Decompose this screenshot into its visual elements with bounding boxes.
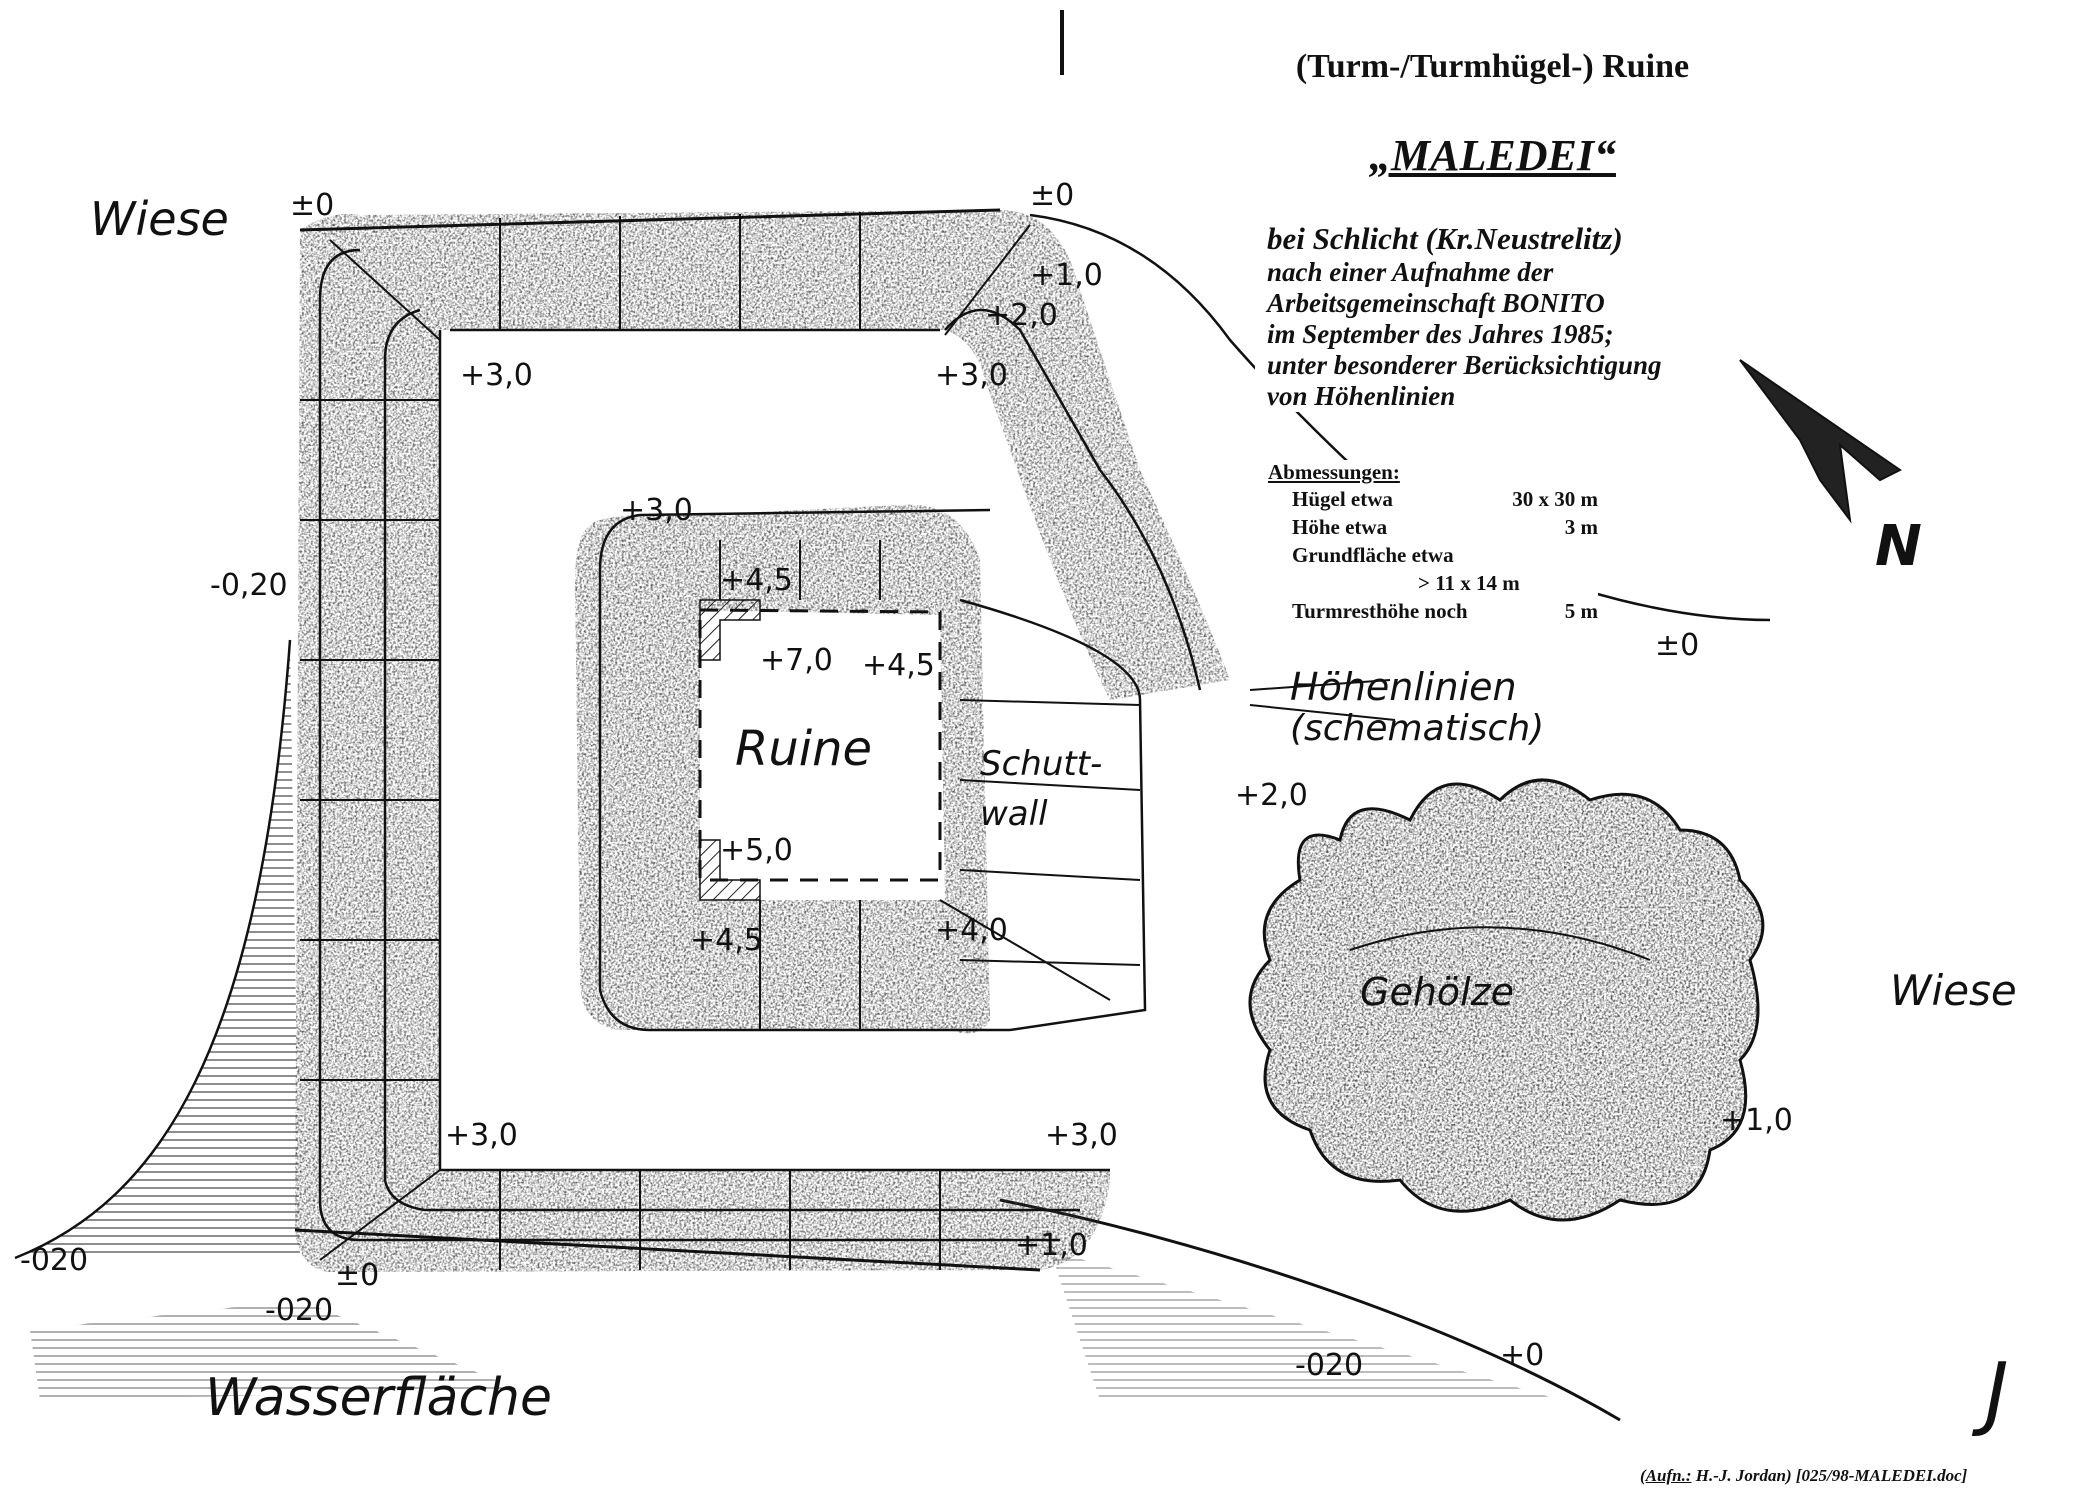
label-hoehenlinien-1: Höhenlinien <box>1290 665 1517 709</box>
svg-text:-020: -020 <box>265 1293 333 1328</box>
svg-text:-0,20: -0,20 <box>210 568 288 603</box>
dimension-label: Grundfläche etwa <box>1292 543 1454 567</box>
svg-text:-020: -020 <box>1295 1348 1363 1383</box>
svg-text:+3,0: +3,0 <box>460 358 533 393</box>
svg-text:+0: +0 <box>1500 1338 1544 1373</box>
dimension-value: 3 m <box>1564 515 1598 539</box>
dimension-value: 5 m <box>1564 599 1598 623</box>
dimension-row: Hügel etwa 30 x 30 m <box>1292 485 1598 513</box>
dimension-label: Turmresthöhe noch <box>1292 599 1468 623</box>
elevation-labels: ±0 ±0 +1,0 +2,0 +3,0 +3,0 +3,0 +4,5 +4,5… <box>20 178 1793 1383</box>
label-ruine: Ruine <box>735 721 872 777</box>
credit-file: [025/98-MALEDEI.doc] <box>1795 1466 1968 1485</box>
svg-text:+4,5: +4,5 <box>862 648 935 683</box>
svg-text:+3,0: +3,0 <box>445 1118 518 1153</box>
description-line: Arbeitsgemeinschaft BONITO <box>1267 288 1605 318</box>
label-gehoelze: Gehölze <box>1360 970 1514 1014</box>
description-line: nach einer Aufnahme der <box>1267 257 1554 287</box>
credit-line: (Aufn.: H.-J. Jordan) [025/98-MALEDEI.do… <box>1640 1466 1968 1485</box>
dimension-row: Höhe etwa 3 m <box>1292 513 1598 541</box>
svg-text:+3,0: +3,0 <box>1045 1118 1118 1153</box>
svg-text:+1,0: +1,0 <box>1720 1103 1793 1138</box>
label-schuttwall-2: wall <box>980 794 1048 834</box>
signature: J <box>1971 1346 2009 1439</box>
svg-text:±0: ±0 <box>290 188 334 223</box>
svg-text:+4,5: +4,5 <box>690 923 763 958</box>
label-north: N <box>1875 514 1922 579</box>
dimension-label: Höhe etwa <box>1292 515 1388 539</box>
svg-text:±0: ±0 <box>1655 628 1699 663</box>
svg-text:+1,0: +1,0 <box>1015 1228 1088 1263</box>
description-line: von Höhenlinien <box>1267 381 1456 411</box>
north-arrow <box>1739 359 1902 524</box>
label-wasserflaeche: Wasserfläche <box>205 1368 552 1428</box>
svg-text:+2,0: +2,0 <box>985 298 1058 333</box>
label-schuttwall-1: Schutt- <box>980 744 1102 784</box>
svg-text:+3,0: +3,0 <box>620 493 693 528</box>
description-line: im September des Jahres 1985; <box>1267 319 1614 349</box>
title-line: (Turm-/Turmhügel-) Ruine <box>1295 48 1690 85</box>
svg-text:+4,5: +4,5 <box>720 563 793 598</box>
description: bei Schlicht (Kr.Neustrelitz) nach einer… <box>1267 221 1730 412</box>
dimension-row: Grundfläche etwa <box>1292 541 1598 569</box>
inner-ruin-mound <box>575 504 1147 1034</box>
water-slope <box>14 639 1621 1422</box>
svg-text:+7,0: +7,0 <box>760 643 833 678</box>
svg-text:-020: -020 <box>20 1243 88 1278</box>
dimensions-heading: Abmessungen: <box>1268 460 1400 484</box>
svg-text:+3,0: +3,0 <box>935 358 1008 393</box>
description-line: bei Schlicht (Kr.Neustrelitz) <box>1267 221 1623 256</box>
title-block: (Turm-/Turmhügel-) Ruine „MALEDEI“ bei S… <box>1255 38 1730 412</box>
svg-text:+4,0: +4,0 <box>935 913 1008 948</box>
svg-text:±0: ±0 <box>1030 178 1074 213</box>
credit-prefix: Aufn.: <box>1645 1466 1692 1485</box>
dimension-label: Hügel etwa <box>1292 487 1393 511</box>
site-name: „MALEDEI“ <box>1369 131 1616 180</box>
description-line: unter besonderer Berücksichtigung <box>1267 350 1662 380</box>
label-wiese-right: Wiese <box>1890 966 2017 1015</box>
svg-text:+1,0: +1,0 <box>1030 258 1103 293</box>
dimensions-block: Abmessungen: Hügel etwa 30 x 30 m Höhe e… <box>1268 460 1598 625</box>
svg-text:±0: ±0 <box>335 1258 379 1293</box>
contour-pointer <box>1249 679 1396 721</box>
dimension-value: 30 x 30 m <box>1512 487 1598 511</box>
dimension-row: Turmresthöhe noch 5 m <box>1292 597 1598 625</box>
label-hoehenlinien-2: (schematisch) <box>1290 708 1544 749</box>
svg-text:+5,0: +5,0 <box>720 833 793 868</box>
dimension-row: > 11 x 14 m <box>1418 569 1598 597</box>
credit-author: H.-J. Jordan) <box>1695 1466 1792 1485</box>
dimension-value: > 11 x 14 m <box>1418 571 1520 595</box>
label-wiese-left: Wiese <box>90 192 229 246</box>
woods-blob <box>1248 778 1765 1222</box>
svg-text:+2,0: +2,0 <box>1235 778 1308 813</box>
